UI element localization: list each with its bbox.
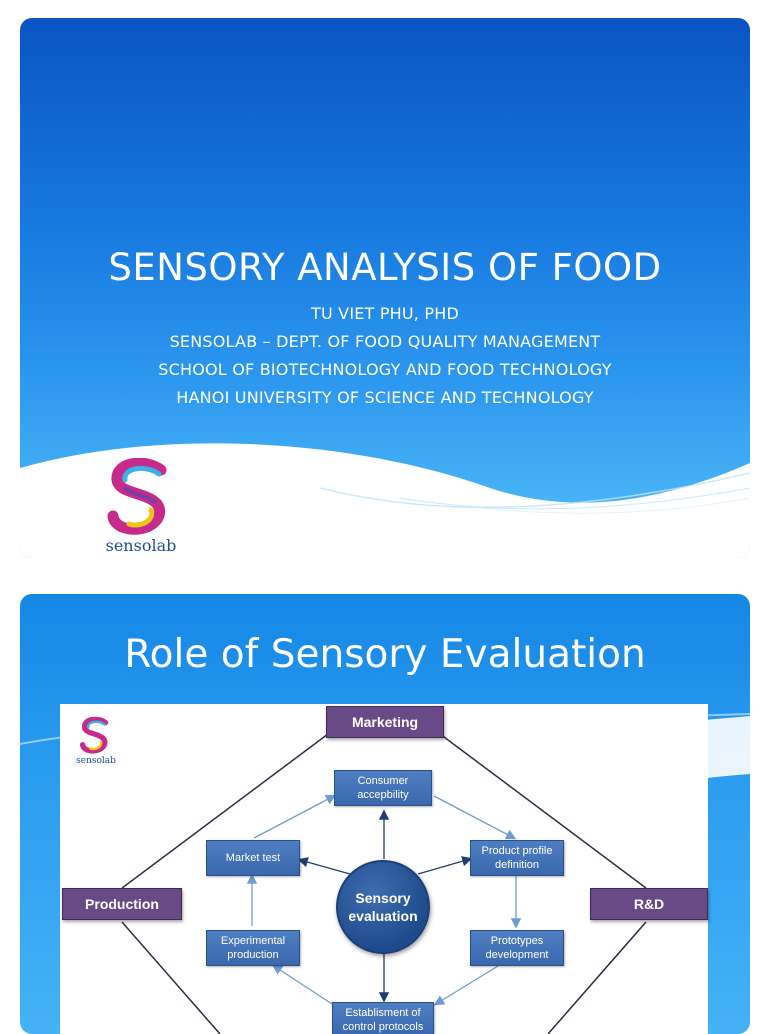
logo-wordmark: sensolab [105,536,177,555]
university-line: HANOI UNIVERSITY OF SCIENCE AND TECHNOLO… [176,388,594,407]
sensolab-logo: sensolab [95,457,187,558]
logo-wordmark: sensolab [76,756,116,766]
prototypes-node: Prototypes development [470,930,564,966]
rd-node: R&D [590,888,708,920]
control-protocols-node: Establisment of control protocols [332,1002,434,1034]
department-line: SENSOLAB – DEPT. OF FOOD QUALITY MANAGEM… [169,332,601,351]
title-slide: SENSORY ANALYSIS OF FOOD TU VIET PHU, PH… [20,18,750,558]
school-line: SCHOOL OF BIOTECHNOLOGY AND FOOD TECHNOL… [158,360,612,379]
slide-title: Role of Sensory Evaluation [124,632,646,677]
market-test-node: Market test [206,840,300,876]
slide-title: SENSORY ANALYSIS OF FOOD [108,246,662,289]
sensory-evaluation-center: Sensory evaluation [336,860,430,954]
s-logo-icon [107,457,167,535]
diagram-connectors [121,733,647,1034]
product-profile-node: Product profile definition [470,840,564,876]
production-node: Production [62,888,182,920]
marketing-node: Marketing [326,706,444,738]
s-logo-icon [79,716,109,754]
consumer-acceptability-node: Consumer accepbility [334,770,432,806]
wave-decoration [20,443,750,558]
experimental-production-node: Experimental production [206,930,300,966]
role-slide: Role of Sensory Evaluation [20,594,750,1034]
role-diagram: sensolab Marketing Production R&D Consum… [60,704,708,1034]
author-line: TU VIET PHU, PHD [311,304,459,323]
sensolab-small-logo: sensolab [74,716,118,772]
